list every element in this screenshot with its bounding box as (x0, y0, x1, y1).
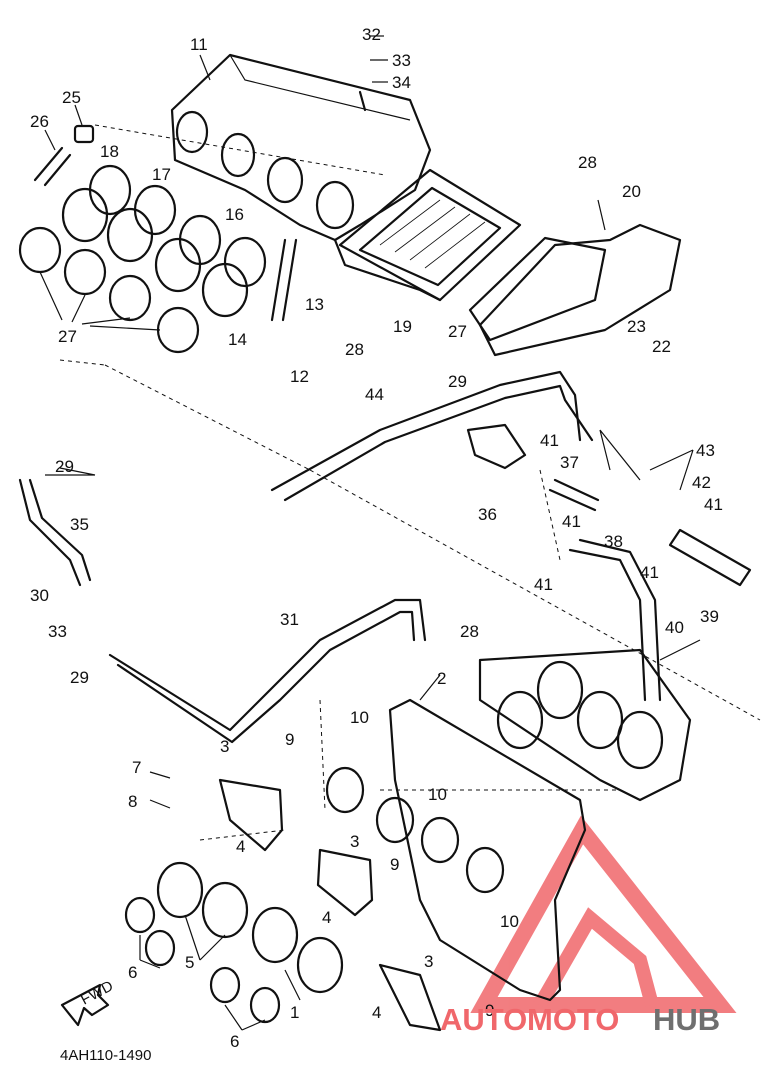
intake-joints (61, 164, 267, 318)
callout-17: 18 (100, 142, 119, 161)
watermark-text: AUTO MOTO HUB (440, 1002, 720, 1037)
small-hoses (33, 124, 298, 322)
callout-37: 37 (560, 453, 579, 472)
callout-10a: 10 (350, 708, 369, 727)
callout-30: 31 (280, 610, 299, 629)
callout-10c: 10 (500, 912, 519, 931)
callout-26: 28 (345, 340, 364, 359)
callout-35: 34 (392, 73, 411, 92)
callout-14: 14 (228, 330, 247, 349)
callout-40: 40 (665, 618, 684, 637)
callout-41d: 41 (640, 563, 659, 582)
callout-4b: 4 (322, 908, 331, 927)
air-cut-valve (466, 423, 752, 587)
watermark-logo (470, 815, 737, 1013)
fwd-label: FWD (78, 977, 116, 1008)
callout-41e: 41 (534, 575, 553, 594)
callout-13: 13 (305, 295, 324, 314)
callout-6b: 6 (230, 1032, 239, 1051)
callout-32: 35 (70, 515, 89, 534)
callout-18: 19 (393, 317, 412, 336)
callout-16: 17 (152, 165, 171, 184)
callout-labels: 11 32 33 34 25 26 18 17 16 14 27 13 12 2… (30, 25, 723, 1051)
diagram-code: 4AH110-1490 (60, 1047, 151, 1064)
callout-2: 2 (437, 669, 446, 688)
air-filter-case (170, 53, 442, 302)
callout-41b: 41 (704, 495, 723, 514)
intake-manifolds (124, 778, 442, 1032)
callout-28b: 29 (70, 668, 89, 687)
callout-3c: 3 (424, 952, 433, 971)
callout-6a: 6 (128, 963, 137, 982)
callout-38: 38 (604, 532, 623, 551)
callout-3b: 3 (350, 832, 359, 851)
callout-4c: 4 (372, 1003, 381, 1022)
callout-41a: 41 (540, 431, 559, 450)
carburetor-assembly (388, 648, 692, 1002)
callout-12: 12 (290, 367, 309, 386)
callout-27a: 28 (578, 153, 597, 172)
callout-15: 16 (225, 205, 244, 224)
callout-11: 11 (190, 35, 208, 54)
callout-44: 44 (365, 385, 384, 404)
callout-5: 5 (185, 953, 194, 972)
hose-40 (568, 538, 662, 702)
callout-27b: 29 (448, 372, 467, 391)
callout-20: 22 (652, 337, 671, 356)
alignment-lines (59, 124, 761, 841)
callout-9b: 9 (390, 855, 399, 874)
callout-31: 33 (48, 622, 67, 641)
fwd-arrow-icon: FWD (60, 977, 116, 1027)
leader-lines (39, 35, 701, 1031)
callout-19: 20 (622, 182, 641, 201)
carb-clamps (325, 766, 505, 894)
callout-10b: 10 (428, 785, 447, 804)
callout-3a: 3 (220, 737, 229, 756)
callout-34: 33 (392, 51, 411, 70)
callout-23: 26 (30, 112, 49, 131)
watermark-moto: MOTO (527, 1002, 619, 1037)
air-filter-element (338, 168, 522, 302)
callout-33: 32 (362, 25, 381, 44)
callout-22: 25 (62, 88, 81, 107)
callout-29b: 30 (30, 586, 49, 605)
hose-30 (108, 598, 427, 744)
callout-7: 7 (132, 758, 141, 777)
watermark-hub: HUB (653, 1002, 720, 1037)
callout-36: 36 (478, 505, 497, 524)
callout-28a: 28 (460, 622, 479, 641)
callout-1: 1 (290, 1003, 299, 1022)
callout-8: 8 (128, 792, 137, 811)
breather-hose-44 (270, 370, 594, 502)
callout-29a: 29 (55, 457, 74, 476)
callout-25: 27 (58, 327, 77, 346)
callout-9c: 9 (485, 1001, 494, 1020)
callout-42: 42 (692, 473, 711, 492)
watermark-auto: AUTO (440, 1002, 527, 1037)
callout-4a: 4 (236, 837, 245, 856)
air-filter-cap (468, 223, 682, 357)
hose-32 (18, 478, 92, 587)
callout-24: 27 (448, 322, 467, 341)
callout-21: 23 (627, 317, 646, 336)
callout-43: 43 (696, 441, 715, 460)
callout-39: 39 (700, 607, 719, 626)
callout-9a: 9 (285, 730, 294, 749)
callout-41c: 41 (562, 512, 581, 531)
